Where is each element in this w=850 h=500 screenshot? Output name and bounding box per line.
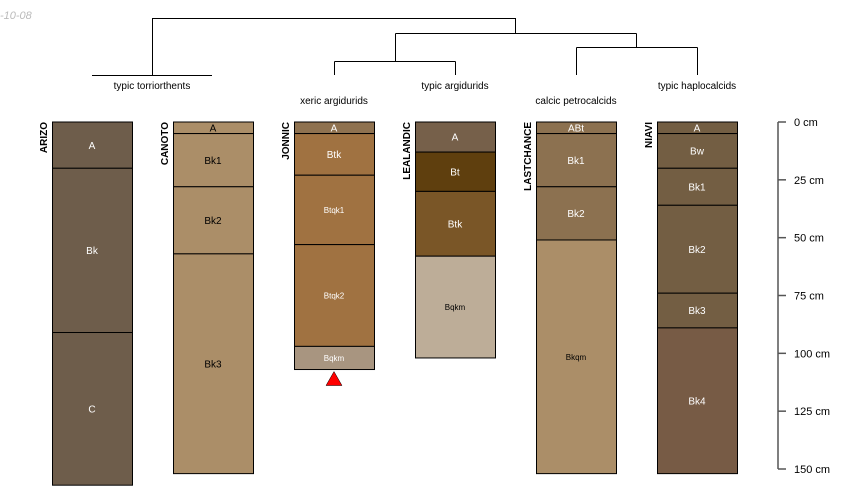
axis-tick-label: 50 cm (794, 233, 824, 245)
horizon-label: Bqkm (324, 354, 345, 363)
horizon-label: Bqkm (445, 303, 466, 312)
horizon (294, 244, 375, 347)
profile-id: CANOTO (160, 122, 171, 165)
horizon-label: A (452, 133, 459, 144)
horizon-label: Bk1 (688, 182, 706, 193)
profile-arizo: ARIZO A BkC (39, 121, 133, 486)
horizon-label: Bk2 (688, 245, 706, 256)
horizon (657, 133, 738, 169)
horizon-label: Btqk2 (324, 292, 345, 301)
horizon (415, 255, 496, 359)
taxonomy-label: typic torriorthents (114, 81, 191, 92)
horizon-label: Bk4 (688, 396, 706, 407)
horizon-label: Bk1 (204, 156, 222, 167)
horizon-label: A (331, 123, 338, 134)
taxonomy-label: typic argidurids (421, 81, 488, 92)
horizon-label: Bk2 (204, 216, 222, 227)
horizon-label: Bk3 (204, 359, 222, 370)
horizon (294, 345, 375, 371)
date-stamp: -10-08 (0, 10, 33, 22)
taxonomy-label: typic haplocalcids (658, 81, 736, 92)
axis-tick-label: 75 cm (794, 291, 824, 303)
dendrogram: typic torriorthents xeric argidurids typ… (92, 18, 736, 107)
profile-id: JONNIC (281, 122, 292, 160)
horizon (52, 121, 133, 169)
horizon (173, 253, 254, 475)
horizon-label: Bk (86, 246, 99, 257)
horizon-label: Bt (450, 167, 460, 178)
taxonomy-label: calcic petrocalcids (535, 96, 616, 107)
horizon-label: Btk (448, 219, 463, 230)
horizon-label: Bk2 (567, 209, 585, 220)
taxonomy-label: xeric argidurids (300, 96, 368, 107)
horizon-label: Bkqm (566, 353, 587, 362)
horizon-label: A (89, 141, 96, 152)
horizon (173, 133, 254, 188)
profile-id: ARIZO (39, 122, 50, 153)
horizon-label: Bk1 (567, 156, 585, 167)
truncation-marker (325, 371, 343, 386)
horizon (415, 121, 496, 153)
horizon (536, 239, 617, 475)
axis-tick-label: 100 cm (794, 348, 830, 360)
horizon (173, 186, 254, 255)
axis-tick-label: 125 cm (794, 406, 830, 418)
horizon-label: Btk (327, 150, 342, 161)
horizon-label: C (88, 404, 95, 415)
dendrogram-branches (92, 18, 698, 76)
horizon (657, 292, 738, 329)
horizon (52, 167, 133, 334)
horizon (415, 151, 496, 192)
horizon-label: Bw (690, 147, 705, 158)
profile-id: LEALANDIC (402, 122, 413, 180)
horizon (657, 327, 738, 475)
horizon-label: A (210, 123, 217, 134)
axis-tick-label: 0 cm (794, 117, 818, 129)
profile-id: NIAVI (644, 122, 655, 148)
horizon-label: Btqk1 (324, 206, 345, 215)
horizon-label: A (694, 123, 701, 134)
horizon (536, 133, 617, 188)
horizon (415, 190, 496, 257)
profile-id: LASTCHANCE (523, 122, 534, 191)
horizon (536, 186, 617, 241)
horizon-label: Bk3 (688, 306, 706, 317)
axis-tick-label: 25 cm (794, 175, 824, 187)
horizon (52, 332, 133, 486)
horizon-label: ABt (568, 123, 584, 134)
depth-axis: 0 cm 25 cm 50 cm 75 cm 100 cm 125 cm 150 cm (777, 117, 830, 476)
axis-tick-label: 150 cm (794, 464, 830, 476)
